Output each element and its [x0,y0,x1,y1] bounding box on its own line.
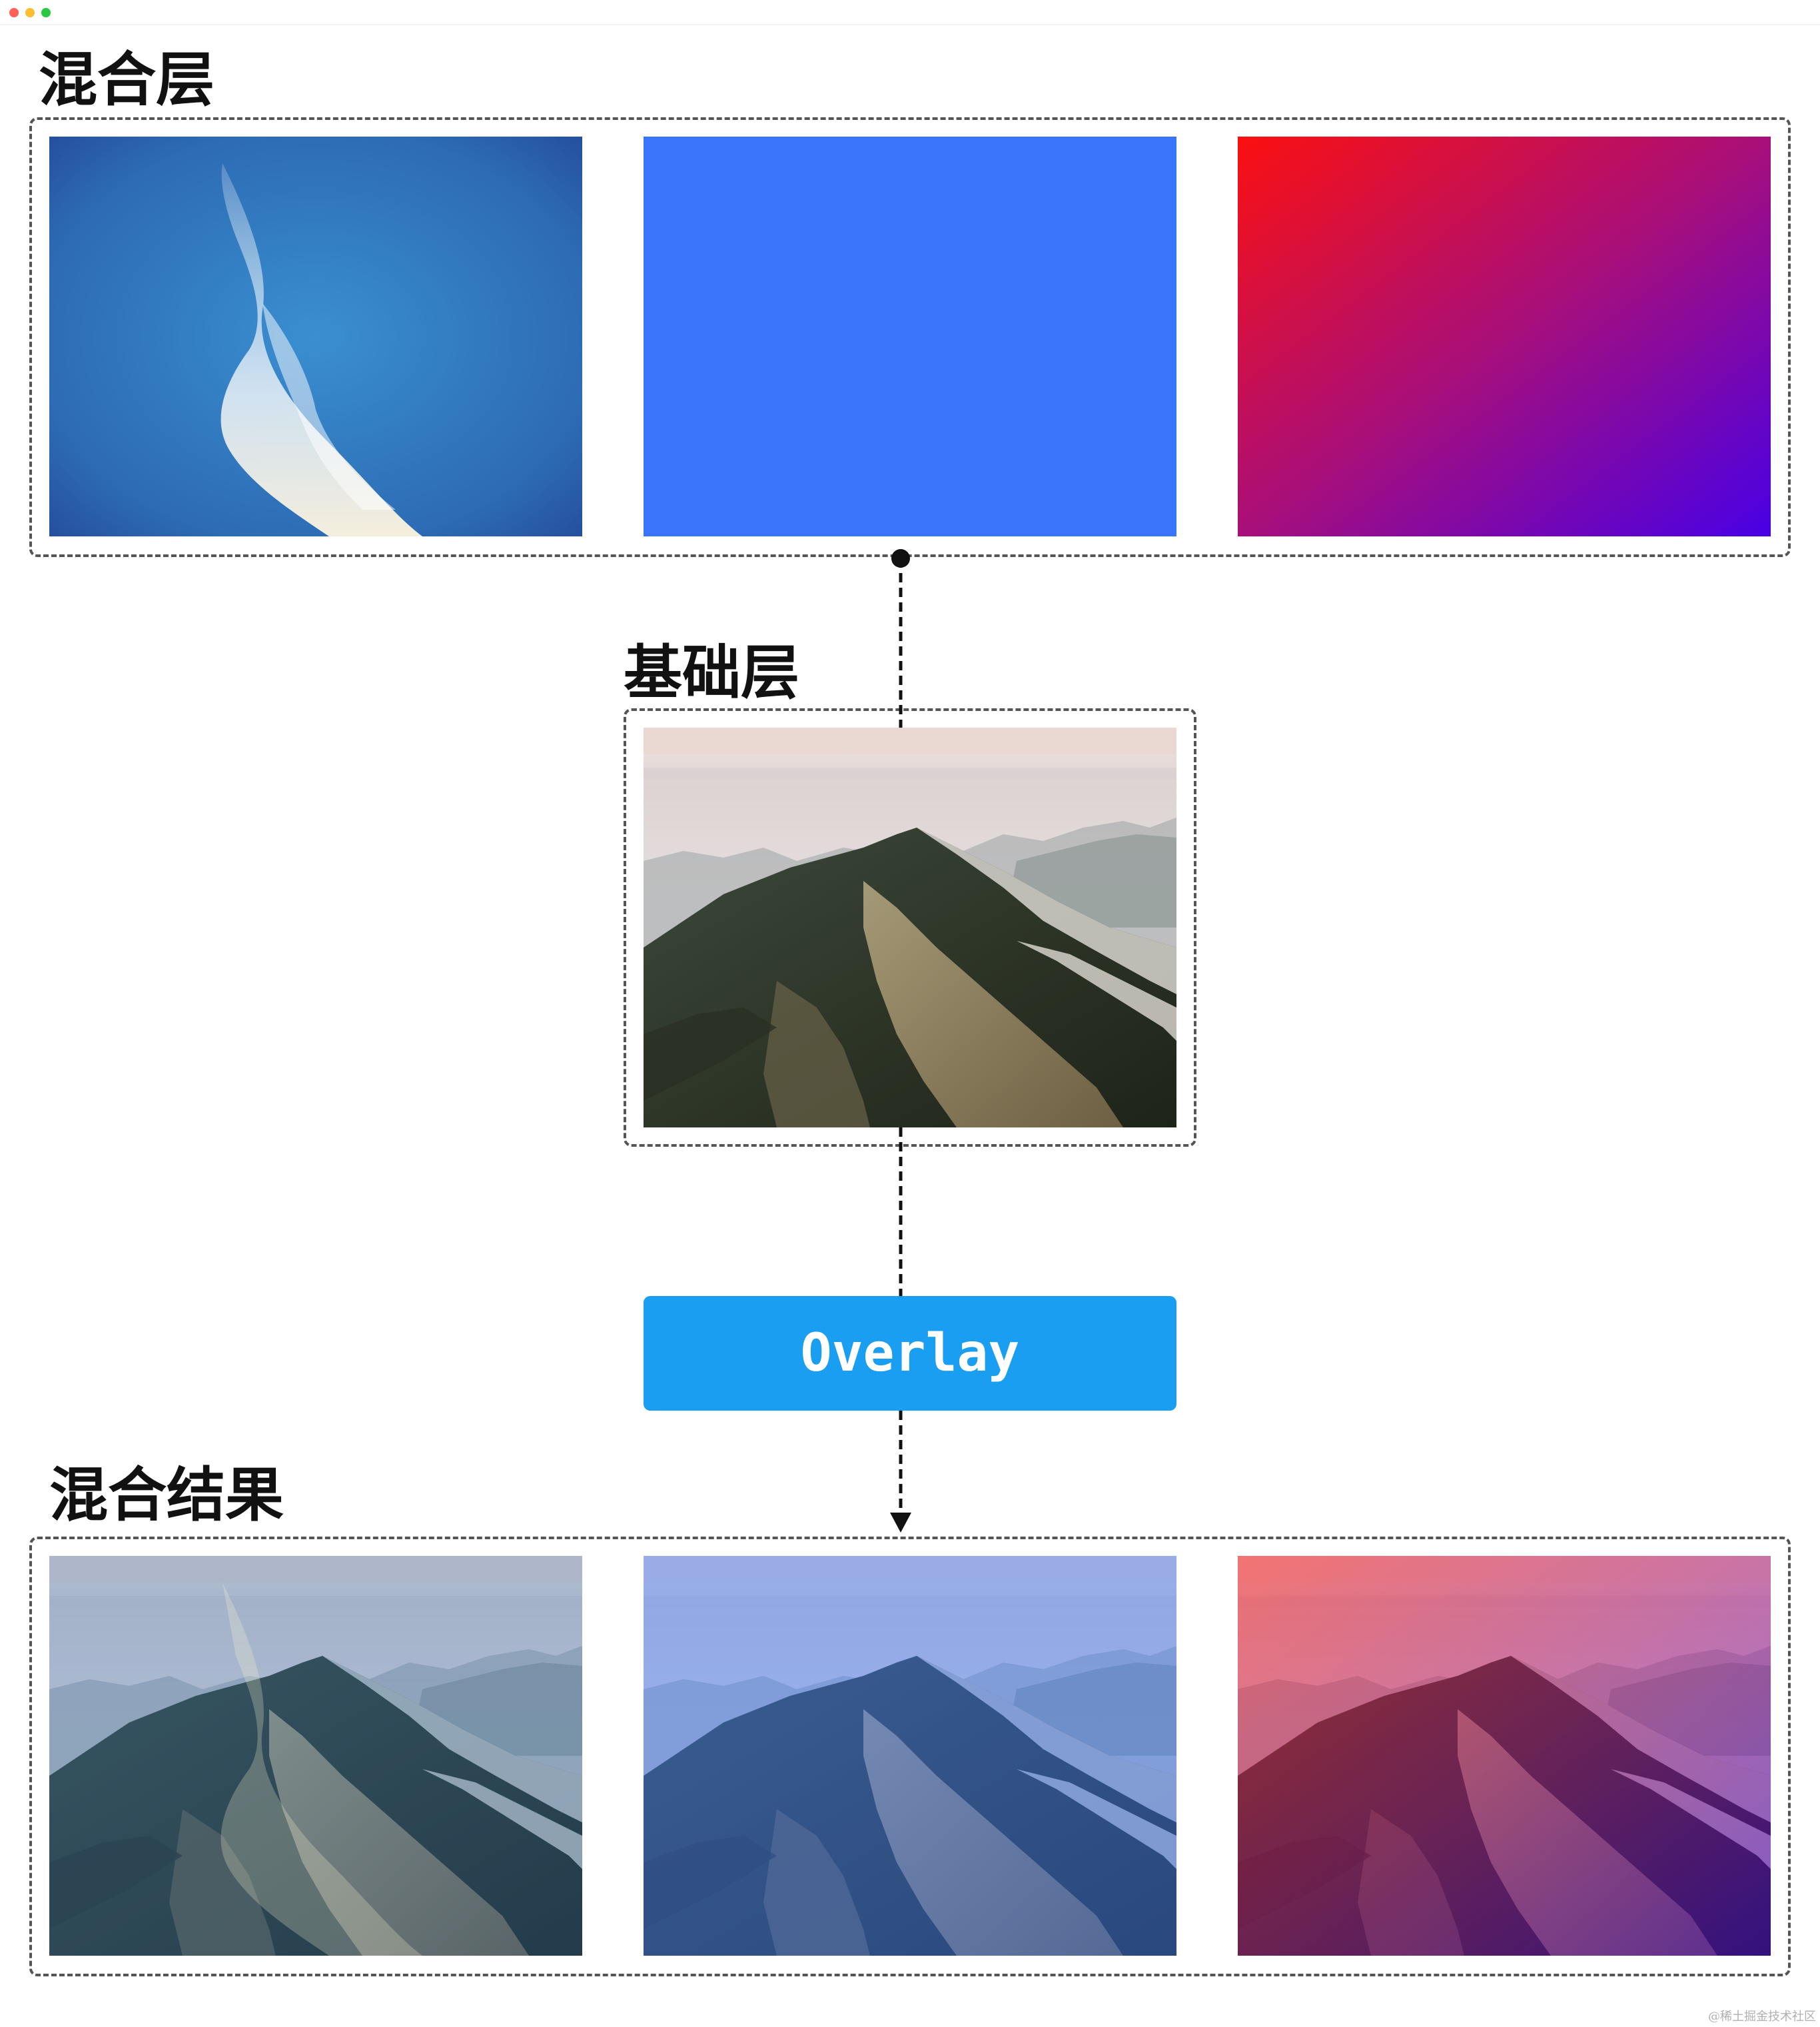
mountain-photo [644,728,1176,1127]
window-titlebar [0,0,1820,25]
result-blue-overlay [644,1556,1176,1956]
blend-result-group [29,1537,1791,1976]
minimize-window-button[interactable] [25,8,35,17]
close-window-button[interactable] [9,8,19,17]
result-gradient-overlay [1238,1556,1771,1956]
blend-result-title: 混合结果 [49,1461,284,1529]
sky-photo [49,137,582,536]
solid-blue-swatch [644,137,1176,536]
blend-layer-title: 混合层 [39,45,215,114]
base-layer-group [624,708,1196,1147]
overlay-blend-mode-button[interactable]: Overlay [644,1296,1176,1411]
base-layer-title: 基础层 [624,638,800,707]
result-sky-overlay [49,1556,582,1956]
zoom-window-button[interactable] [41,8,51,17]
watermark: @稀土掘金技术社区 [1708,2010,1816,2024]
red-purple-gradient-swatch [1238,137,1771,536]
blend-layer-group [29,117,1791,557]
connector-arrowhead [890,1513,911,1533]
